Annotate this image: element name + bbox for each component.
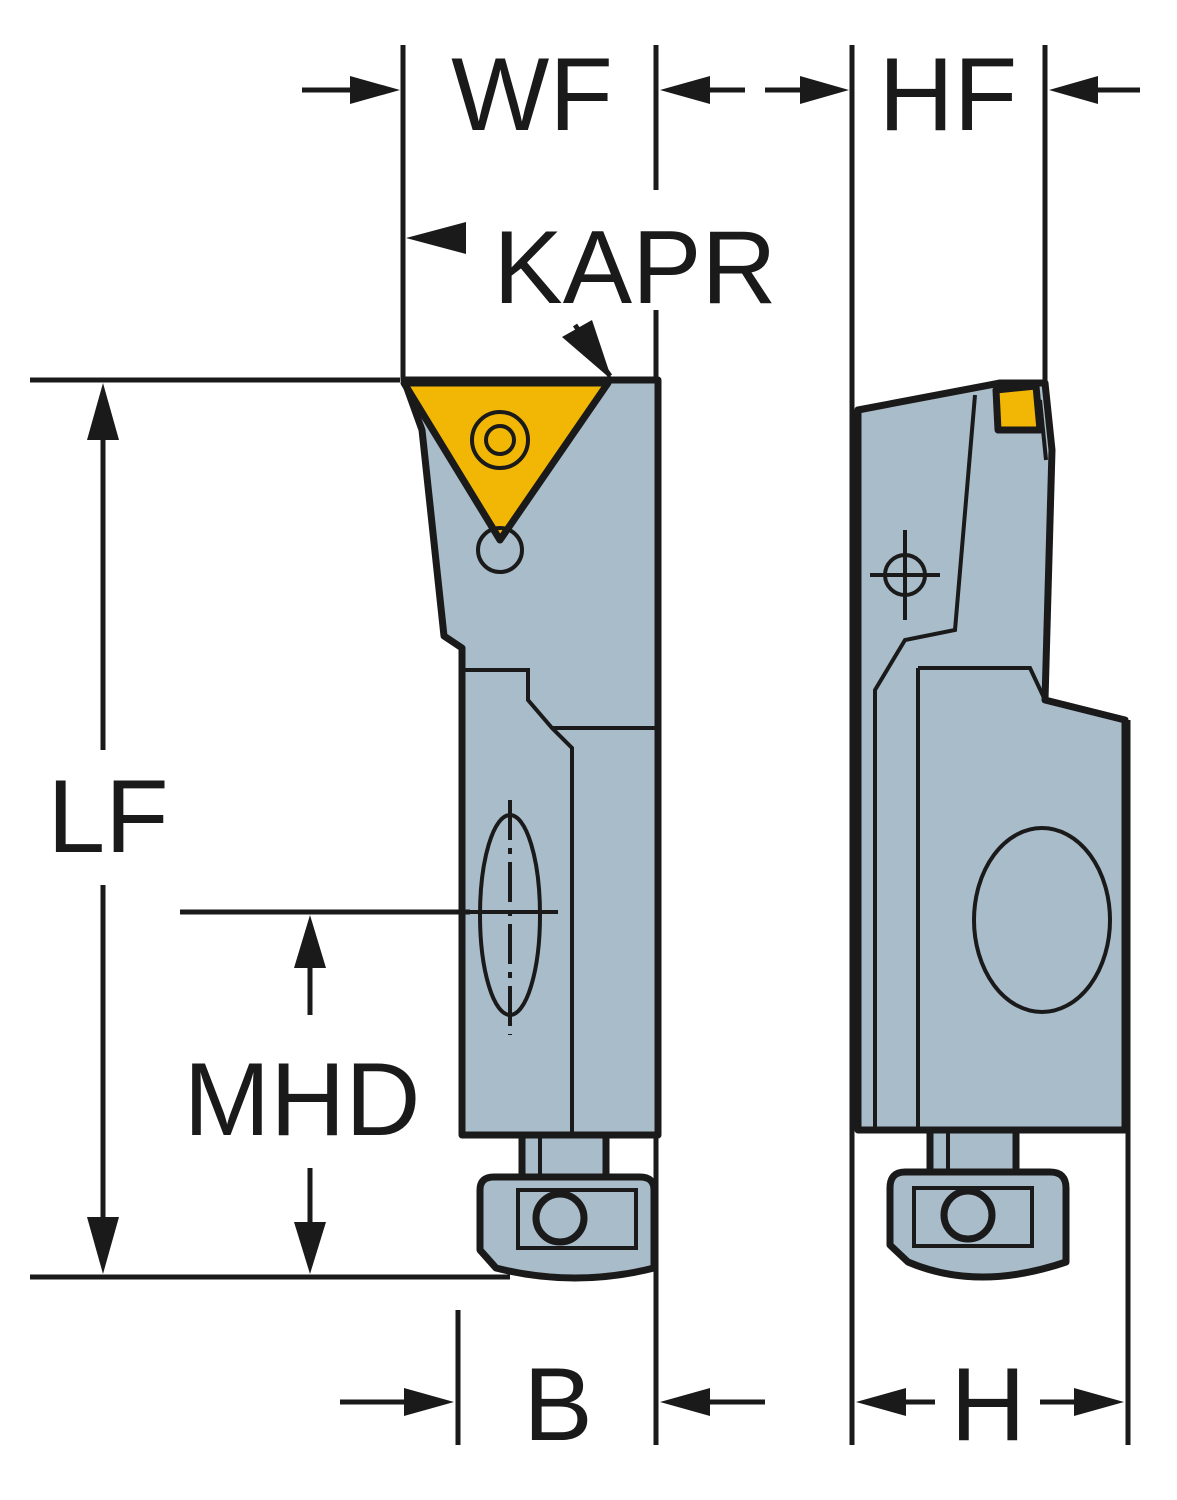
side-clamp-plate <box>916 666 1047 1130</box>
side-insert <box>992 382 1044 434</box>
front-insert-pin <box>476 526 524 574</box>
label-lf: LF <box>47 759 168 875</box>
side-insert-edge <box>1038 399 1048 461</box>
front-insert-screw-torx <box>484 424 516 456</box>
label-mhd: MHD <box>184 1042 421 1158</box>
dimension-lines <box>30 45 1140 1445</box>
side-screw-neck <box>926 1126 1020 1176</box>
label-kapr: KAPR <box>493 210 776 326</box>
front-insert-screw <box>470 410 530 470</box>
label-b: B <box>523 1347 592 1463</box>
side-head-step <box>873 394 977 1130</box>
label-wf: WF <box>451 37 613 153</box>
front-head-body <box>400 376 662 1139</box>
front-screw-hole <box>532 1190 588 1246</box>
front-shank-step <box>462 668 658 730</box>
label-hf: HF <box>879 37 1018 153</box>
front-shank-groove <box>550 726 574 1135</box>
front-screw-socket-frame <box>516 1188 638 1250</box>
front-insert <box>400 379 612 544</box>
side-port-ellipse <box>972 826 1112 1014</box>
front-view <box>400 376 662 1282</box>
front-screw-neck <box>518 1131 610 1181</box>
side-view <box>854 379 1129 1281</box>
label-h: H <box>950 1347 1025 1463</box>
side-screw-hole <box>940 1187 996 1243</box>
side-body <box>854 379 1129 1134</box>
